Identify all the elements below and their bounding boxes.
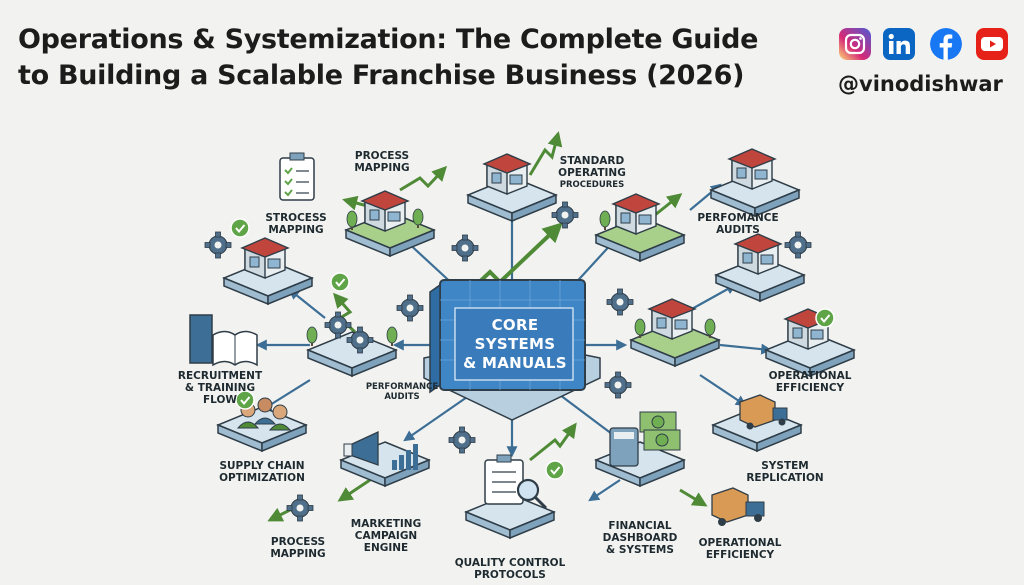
label-line: & SYSTEMS [606, 544, 674, 556]
core-systems-label: CORE SYSTEMS & MANUALS [462, 316, 568, 373]
core-line-2: SYSTEMS [474, 335, 556, 353]
label-line: PROTOCOLS [474, 569, 546, 581]
title-line-2: to Building a Scalable Franchise Busines… [18, 60, 745, 91]
label-line: STROCESS [265, 212, 327, 224]
label-line: CAMPAIGN [354, 530, 418, 542]
label-line: EFFICIENCY [705, 549, 775, 561]
core-line-1: CORE [491, 316, 539, 334]
core-line-3: & MANUALS [463, 354, 567, 372]
store-sop [467, 153, 557, 222]
store-process-mapping-top [345, 190, 435, 257]
label-line: OPERATING [558, 167, 626, 179]
core-systems-hub [423, 279, 601, 421]
label-line: EFFICIENCY [775, 382, 845, 394]
marketing-platform [340, 430, 430, 487]
label-line: SUPPLY CHAIN [219, 460, 305, 472]
label-line: ENGINE [363, 542, 409, 554]
linkedin-icon[interactable] [883, 28, 915, 60]
truck-bottom-right [711, 487, 765, 526]
label-line: PROCESS [354, 150, 410, 162]
store-left-upper [223, 237, 313, 305]
recruitment-hub [306, 311, 398, 377]
facebook-icon[interactable] [930, 28, 962, 60]
store-right-large [630, 298, 720, 367]
label-line: MARKETING [350, 518, 422, 530]
label-line: STANDARD [559, 155, 625, 167]
store-top-right [710, 148, 800, 217]
label-line: PERFORMANCE [365, 382, 439, 392]
label-line: DASHBOARD [602, 532, 678, 544]
store-operational-efficiency [765, 308, 855, 377]
label-line: MAPPING [354, 162, 410, 174]
label-line: FINANCIAL [608, 520, 672, 532]
social-handle: @vinodishwar [838, 72, 1003, 96]
label-line: MAPPING [270, 548, 326, 560]
label-line: PROCESS [270, 536, 326, 548]
label-line: PERFOMANCE [697, 212, 779, 224]
label-line: AUDITS [384, 392, 420, 402]
label-line: OPERATIONAL [768, 370, 852, 382]
instagram-icon[interactable] [839, 28, 871, 60]
label-line: & TRAINING [184, 382, 256, 394]
page-title: Operations & Systemization: The Complete… [18, 22, 828, 94]
label-line: RECRUITMENT [177, 370, 263, 382]
label-line: SYSTEM [761, 460, 809, 472]
checklist-icon [279, 152, 315, 201]
label-line: FLOW [203, 394, 237, 406]
label-line: MAPPING [268, 224, 324, 236]
label-line: AUDITS [716, 224, 760, 236]
financial-platform [595, 411, 685, 487]
quality-platform [465, 454, 555, 539]
replication-platform [712, 394, 802, 452]
label-line: PROCEDURES [559, 180, 625, 190]
manual-book-icon [189, 314, 258, 367]
label-line: OPTIMIZATION [219, 472, 305, 484]
label-line: OPERATIONAL [698, 537, 782, 549]
label-line: QUALITY CONTROL [454, 557, 566, 569]
label-line: REPLICATION [746, 472, 824, 484]
title-line-1: Operations & Systemization: The Complete… [18, 24, 759, 55]
youtube-icon[interactable] [976, 28, 1008, 60]
